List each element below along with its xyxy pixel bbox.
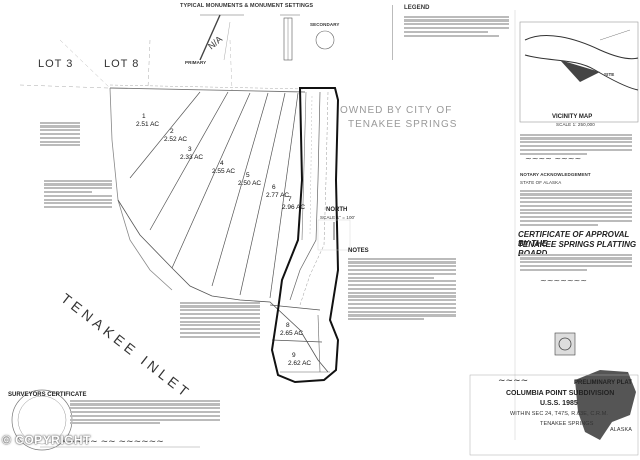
- approval-lines: [520, 252, 632, 273]
- lot-num: 5: [246, 172, 250, 179]
- lot-num: 6: [272, 184, 276, 191]
- prelim-line6: ALASKA: [610, 427, 633, 433]
- owner-signature: ~~~~ ~~~~: [525, 154, 582, 163]
- surveyor-cert-title: SURVEYORS CERTIFICATE: [8, 392, 87, 398]
- vicinity-scale: SCALE 1: 250,000: [556, 122, 595, 127]
- north-label: NORTH: [326, 207, 348, 213]
- vicinity-title: VICINITY MAP: [552, 114, 593, 120]
- lot-acres: 2.62 AC: [288, 360, 312, 367]
- bearing-notes-mid: [44, 178, 112, 210]
- lot-acres: 2.52 AC: [164, 136, 188, 143]
- lot-num: 8: [286, 322, 290, 329]
- legend-lines: [404, 14, 509, 38]
- lot-acres: 2.50 AC: [238, 180, 262, 187]
- lot-8-label: LOT 8: [104, 58, 140, 70]
- prelim-line3: U.S.S. 1985: [540, 400, 578, 407]
- lot-acres: 2.96 AC: [282, 204, 306, 211]
- bearing-notes-top: [40, 120, 80, 148]
- lot-num: 7: [288, 196, 292, 203]
- lot-acres: 2.33 AC: [180, 154, 204, 161]
- prelim-line2: COLUMBIA POINT SUBDIVISION: [506, 390, 615, 397]
- approval-signature: ~~~~~~~: [540, 276, 587, 285]
- surveyor-cert-lines: [70, 398, 220, 426]
- lot-acres: 2.55 AC: [212, 168, 236, 175]
- notes-lines: [348, 256, 456, 322]
- lot-num: 1: [142, 113, 146, 120]
- prelim-line1: PRELIMINARY PLAT: [574, 380, 632, 386]
- notary-lines: [520, 188, 632, 227]
- owned-by-line1: OWNED BY CITY OF: [340, 105, 453, 116]
- lot-num: 2: [170, 128, 174, 135]
- lot-num: 4: [220, 160, 224, 167]
- vicinity-site-label: SITE: [604, 72, 615, 77]
- lot-num: 3: [188, 146, 192, 153]
- surveyor-signature: ~~~~~ ~~ ~~~~~~: [60, 437, 164, 447]
- copyright-watermark: © COPYRIGHT: [2, 433, 92, 447]
- prelim-line5: TENAKEE SPRINGS: [540, 421, 594, 427]
- lot-acres: 2.77 AC: [266, 192, 290, 199]
- north-scale: SCALE 1" = 100': [320, 215, 356, 220]
- secondary-label: SECONDARY: [310, 22, 340, 27]
- cert-approval-line2: TENAKEE SPRINGS PLATTING BOARD: [518, 240, 637, 258]
- lot-acres: 2.51 AC: [136, 121, 160, 128]
- lot-3-label: LOT 3: [38, 58, 74, 70]
- notes-title: NOTES: [348, 248, 369, 254]
- bearing-notes-bottom: [180, 300, 260, 339]
- typical-monuments-title: TYPICAL MONUMENTS & MONUMENT SETTINGS: [180, 3, 314, 9]
- cert-approval-line1: CERTIFICATE OF APPROVAL BY THE: [518, 230, 630, 248]
- legend-title: LEGEND: [404, 5, 430, 11]
- state-of-alaska: STATE OF ALASKA: [520, 180, 562, 185]
- prelim-handwriting: ~~~~: [498, 376, 529, 386]
- lot-acres: 2.65 AC: [280, 330, 304, 337]
- lot-num: 9: [292, 352, 296, 359]
- primary-label: PRIMARY: [185, 60, 207, 65]
- owner-cert-lines: [520, 132, 632, 156]
- prelim-line4: WITHIN SEC 24, T47S, R.63E, C.R.M.: [510, 411, 609, 417]
- owned-by-line2: TENAKEE SPRINGS: [348, 119, 458, 130]
- notary-title: NOTARY ACKNOWLEDGEMENT: [520, 172, 591, 177]
